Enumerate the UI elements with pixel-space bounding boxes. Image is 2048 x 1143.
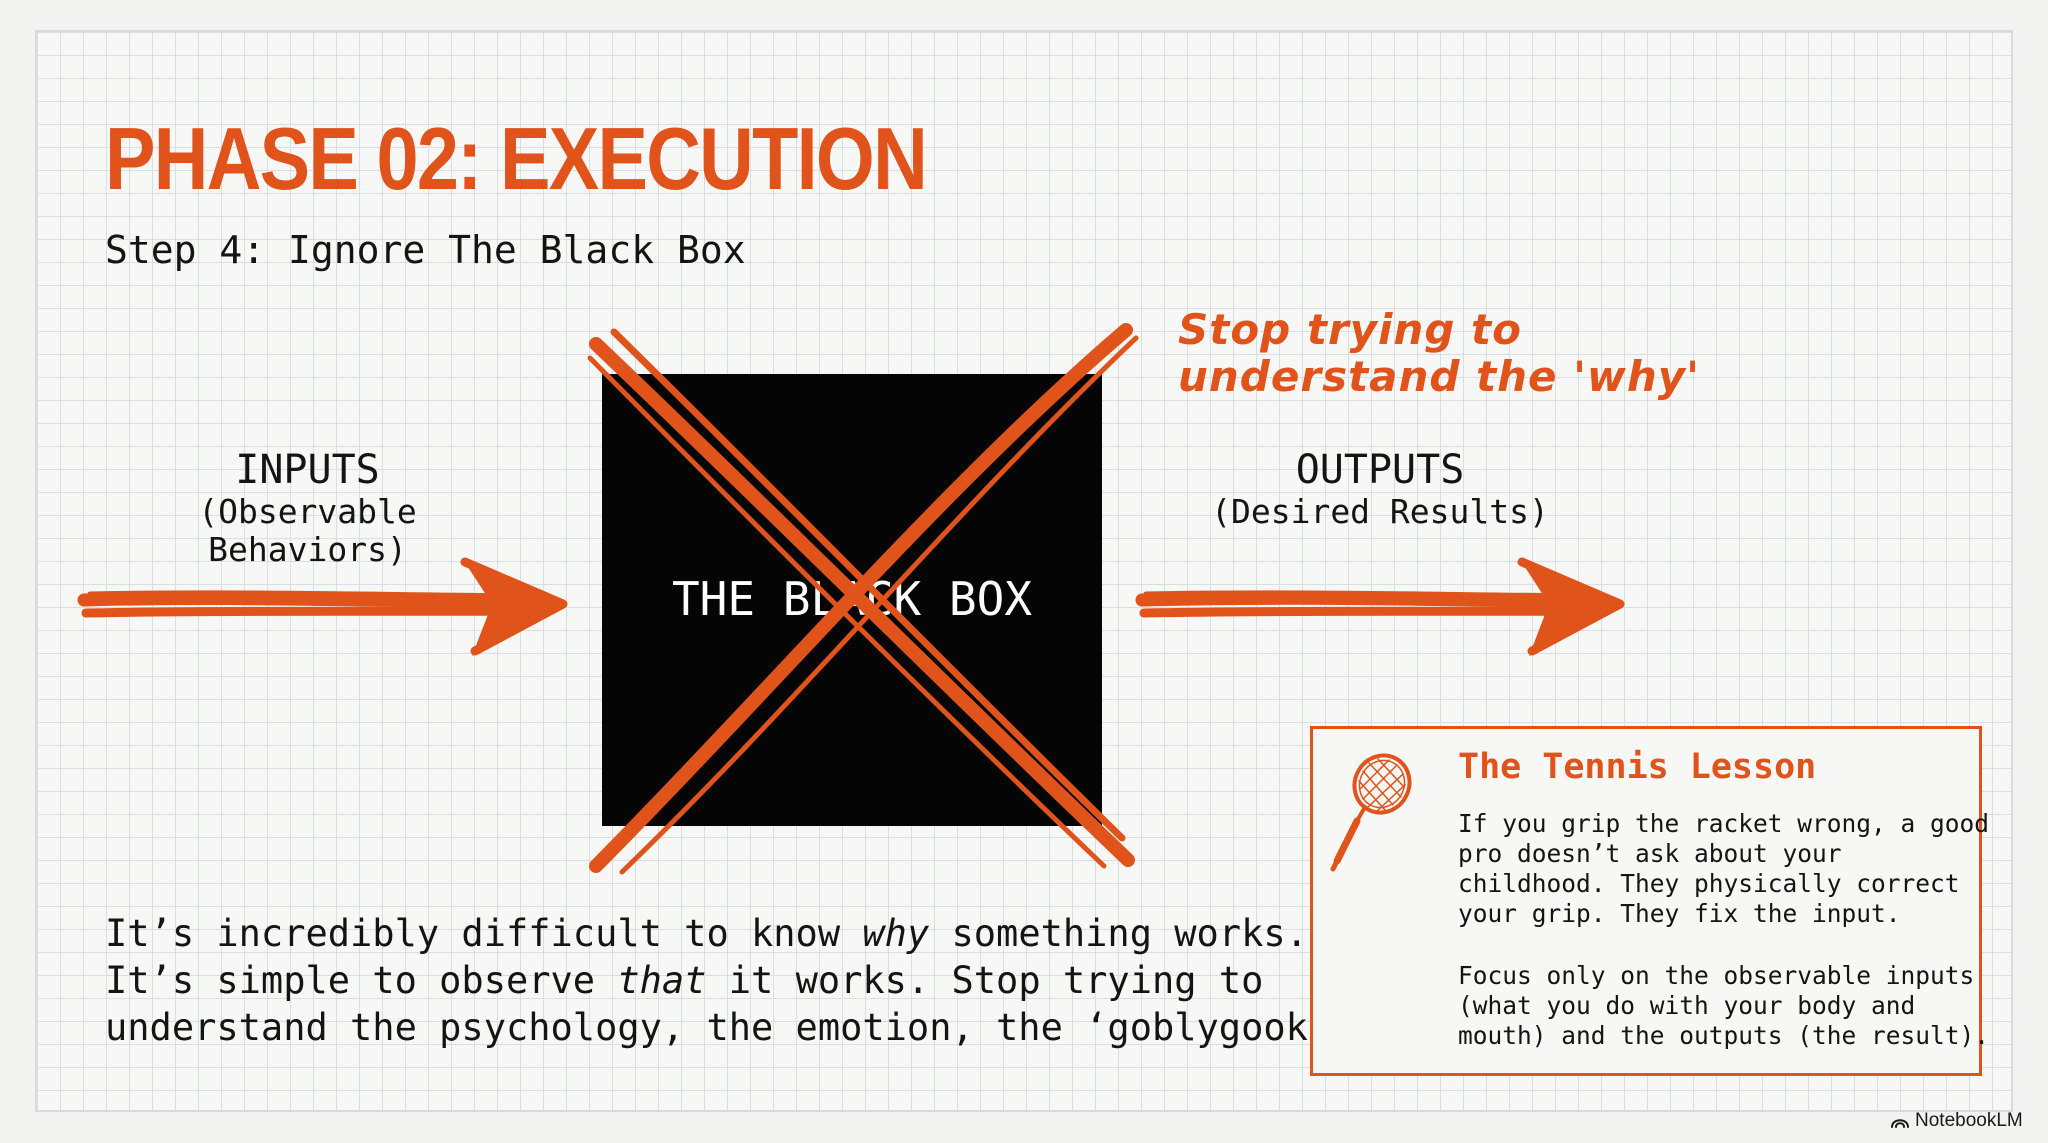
slide-subtitle: Step 4: Ignore The Black Box [105, 228, 746, 272]
outputs-heading: OUTPUTS [1295, 447, 1465, 493]
inputs-label: INPUTS (Observable Behaviors) [90, 447, 525, 569]
annotation-why: Stop trying to understand the 'why' [1178, 306, 1700, 400]
lesson-p1-line: your grip. They fix the input. [1458, 899, 1901, 928]
lesson-p1-line: pro doesn’t ask about your [1458, 839, 1842, 868]
lesson-p2-line: mouth) and the outputs (the result). [1458, 1021, 1990, 1050]
body-paragraph: It’s incredibly difficult to know why so… [105, 910, 1352, 1051]
lesson-p2-line: (what you do with your body and [1458, 991, 1916, 1020]
body-line-2-end: it works. Stop trying to [706, 959, 1264, 1002]
brand-label: NotebookLM [1915, 1110, 2023, 1131]
lesson-p1-line: If you grip the racket wrong, a good [1458, 809, 1990, 838]
outputs-label: OUTPUTS (Desired Results) [1200, 447, 1560, 531]
tennis-racket-icon [1330, 753, 1412, 872]
notebooklm-watermark: NotebookLM [1890, 1110, 2023, 1132]
body-emphasis-why: why [862, 912, 930, 955]
body-line-2: It’s simple to observe that it works. St… [105, 957, 1352, 1004]
black-box-label: THE BLACK BOX [671, 572, 1033, 626]
slide-title: PHASE 02: EXECUTION [105, 109, 928, 208]
lesson-p2-line: Focus only on the observable inputs [1458, 961, 1975, 990]
inputs-heading: INPUTS [235, 447, 380, 493]
body-line-1: It’s incredibly difficult to know why so… [105, 910, 1352, 957]
body-emphasis-that: that [617, 959, 707, 1002]
lesson-p1-line: childhood. They physically correct [1458, 869, 1960, 898]
body-line-1-end: something works. [929, 912, 1308, 955]
tennis-lesson-card: The Tennis Lesson If you grip the racket… [1310, 726, 1989, 1076]
outputs-subheading: (Desired Results) [1211, 492, 1549, 531]
notebooklm-logo-icon [1891, 1119, 1909, 1128]
lesson-paragraph-1: If you grip the racket wrong, a good pro… [1458, 809, 1989, 929]
lesson-paragraph-2: Focus only on the observable inputs (wha… [1458, 961, 1989, 1051]
body-line-1-start: It’s incredibly difficult to know [105, 912, 863, 955]
inputs-subheading: (Observable Behaviors) [198, 492, 417, 569]
annotation-line-1: Stop trying to [1178, 305, 1522, 354]
body-line-2-start: It’s simple to observe [105, 959, 618, 1002]
body-line-3: understand the psychology, the emotion, … [105, 1006, 1353, 1049]
annotation-line-2: understand the 'why' [1178, 352, 1700, 402]
lesson-title: The Tennis Lesson [1458, 747, 1817, 787]
